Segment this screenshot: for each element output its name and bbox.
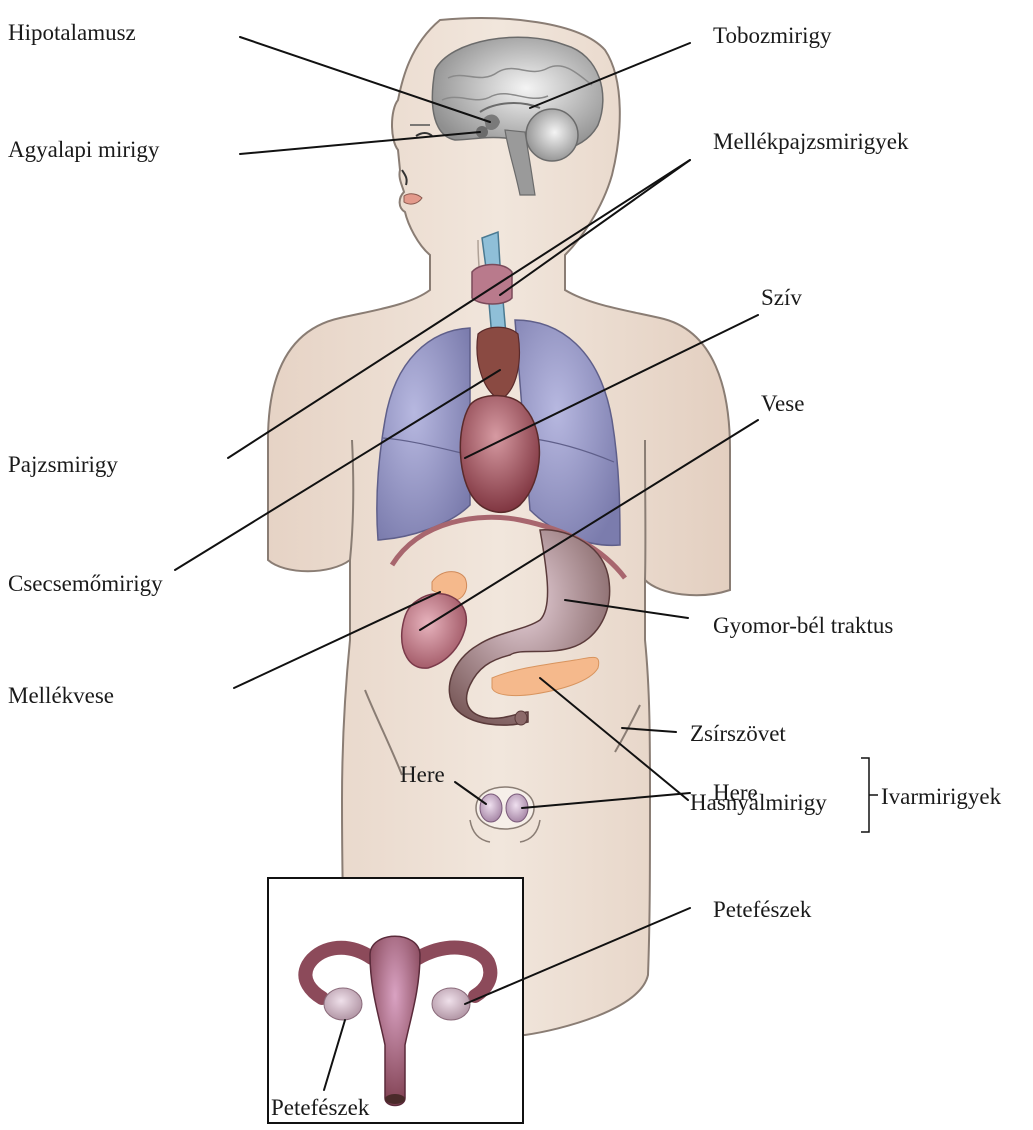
label-vese: Vese — [761, 391, 804, 416]
label-agyalapi-mirigy: Agyalapi mirigy — [8, 137, 160, 162]
label-mellekpajzsmirigyek: Mellékpajzsmirigyek — [713, 129, 909, 154]
label-csecsemomirigy: Csecsemőmirigy — [8, 571, 163, 596]
ovary-inset — [268, 878, 523, 1123]
label-hipotalamusz: Hipotalamusz — [8, 20, 136, 45]
label-ivarmirigyek: Ivarmirigyek — [881, 784, 1002, 809]
label-petefeszek-inset: Petefészek — [271, 1095, 370, 1120]
label-pajzsmirigy: Pajzsmirigy — [8, 452, 118, 477]
label-mellekvese: Mellékvese — [8, 683, 114, 708]
label-hasnyalmirigy: Hasnyálmirigy — [690, 790, 827, 815]
label-tobozmirigy: Tobozmirigy — [713, 23, 832, 48]
label-here-left: Here — [400, 762, 445, 787]
thyroid-gland — [472, 265, 512, 305]
ivarmirigyek-bracket — [861, 758, 878, 832]
label-sziv: Szív — [761, 285, 802, 310]
label-here-right: Here — [713, 780, 758, 805]
label-petefeszek-right: Petefészek — [713, 897, 812, 922]
label-gyomor-bel-traktus: Gyomor-bél traktus — [713, 613, 893, 638]
label-zsirszovet: Zsírszövet — [690, 721, 786, 746]
